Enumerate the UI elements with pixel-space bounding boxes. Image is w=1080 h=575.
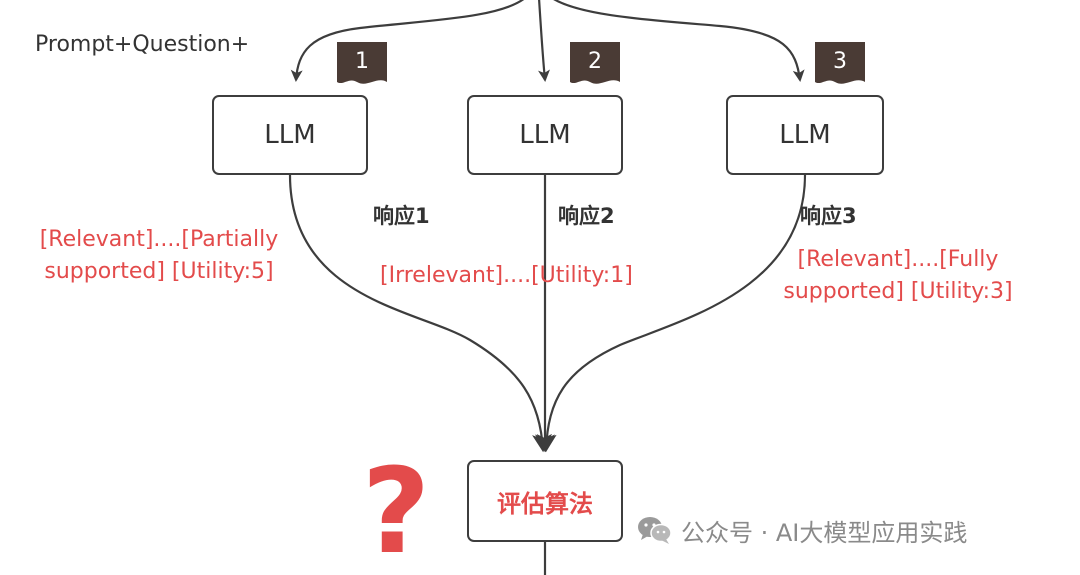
reflection-tags-1-line-1: [Relevant]....[Partially — [39, 227, 279, 252]
reflection-tags-2: [Irrelevant]....[Utility:1] — [380, 260, 633, 292]
flag-tab-icon — [815, 42, 865, 84]
flag-tab-icon — [570, 42, 620, 84]
input-arrow-to-llm-1 — [290, 0, 524, 82]
watermark-text: 公众号 · AI大模型应用实践 — [681, 518, 968, 547]
response-label-2: 响应2 — [558, 204, 615, 228]
input-arrow-to-llm-2 — [538, 0, 550, 82]
response-arrow-3 — [536, 174, 807, 453]
input-arrow-to-llm-3 — [553, 0, 805, 82]
reflection-tags-3: [Relevant]....[Fully supported] [Utility… — [770, 244, 1026, 308]
input-label: Prompt+Question+ — [35, 32, 250, 57]
badge-number-1: 1 — [355, 49, 369, 74]
reflection-tags-3-line-1: [Relevant]....[Fully — [797, 247, 999, 272]
llm-box-2: LLM — [467, 95, 623, 175]
response-label-1: 响应1 — [373, 204, 430, 228]
question-mark: ? — [361, 442, 431, 575]
reflection-tags-1: [Relevant]....[Partially supported] [Uti… — [28, 224, 290, 288]
evaluator-box: 评估算法 — [467, 460, 623, 542]
reflection-tags-3-line-2: supported] [Utility:3] — [783, 279, 1013, 304]
llm-box-1: LLM — [212, 95, 368, 175]
badge-3: 3 — [815, 42, 865, 88]
response-arrow-1 — [288, 174, 553, 453]
reflection-tags-1-line-2: supported] [Utility:5] — [44, 259, 274, 284]
badge-1: 1 — [337, 42, 387, 88]
badge-number-3: 3 — [833, 49, 847, 74]
wechat-icon — [638, 517, 672, 544]
flag-tab-icon — [337, 42, 387, 84]
watermark: 公众号 · AI大模型应用实践 — [637, 510, 967, 550]
badge-2: 2 — [570, 42, 620, 88]
response-label-3: 响应3 — [800, 204, 857, 228]
badge-number-2: 2 — [588, 49, 602, 74]
reflection-tags-2-line-1: [Irrelevant]....[Utility:1] — [380, 263, 633, 288]
llm-box-3: LLM — [726, 95, 884, 175]
